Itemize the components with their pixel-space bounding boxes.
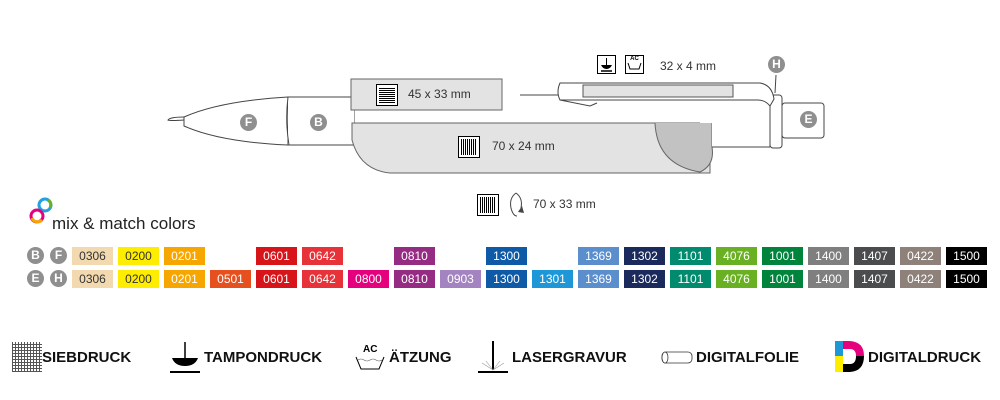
pad-print-icon bbox=[597, 55, 616, 74]
screen-print-icon bbox=[477, 194, 499, 216]
digital-foil-icon bbox=[661, 351, 693, 364]
svg-text:AC: AC bbox=[363, 344, 377, 355]
legend-digitalfolie: DIGITALFOLIE bbox=[660, 340, 799, 374]
print-area-clip: 32 x 4 mm bbox=[660, 59, 717, 73]
color-swatch-1301[interactable]: 1301 bbox=[532, 270, 573, 288]
color-swatch-4076[interactable]: 4076 bbox=[716, 247, 757, 265]
color-swatch-0306[interactable]: 0306 bbox=[72, 270, 113, 288]
color-swatch-1302[interactable]: 1302 bbox=[624, 270, 665, 288]
legend-label: DIGITALFOLIE bbox=[696, 348, 800, 366]
etching-icon: AC bbox=[625, 55, 644, 74]
legend-label: TAMPONDRUCK bbox=[204, 348, 323, 366]
color-swatch-0306[interactable]: 0306 bbox=[72, 247, 113, 265]
color-swatch-0601[interactable]: 0601 bbox=[256, 270, 297, 288]
legend-siebdruck: SIEBDRUCK bbox=[12, 340, 131, 374]
color-swatch-0200[interactable]: 0200 bbox=[118, 247, 159, 265]
color-swatch-1101[interactable]: 1101 bbox=[670, 270, 711, 288]
part-label-b: B bbox=[310, 114, 327, 131]
row-part-label-f: F bbox=[50, 247, 67, 264]
color-swatch-1407[interactable]: 1407 bbox=[854, 247, 895, 265]
etching-icon: AC bbox=[355, 344, 385, 370]
color-swatch-0200[interactable]: 0200 bbox=[118, 270, 159, 288]
pen-drawing bbox=[167, 74, 825, 174]
part-label-h: H bbox=[768, 56, 785, 73]
color-swatch-1101[interactable]: 1101 bbox=[670, 247, 711, 265]
row-part-label-h: H bbox=[50, 270, 67, 287]
legend-lasergravur: LASERGRAVUR bbox=[476, 340, 627, 374]
pad-print-icon bbox=[170, 342, 200, 373]
screen-print-icon bbox=[376, 84, 398, 106]
color-swatch-0422[interactable]: 0422 bbox=[900, 270, 941, 288]
color-swatch-0642[interactable]: 0642 bbox=[302, 247, 343, 265]
color-swatch-1300[interactable]: 1300 bbox=[486, 270, 527, 288]
color-swatch-1500[interactable]: 1500 bbox=[946, 270, 987, 288]
color-swatch-1500[interactable]: 1500 bbox=[946, 247, 987, 265]
color-swatch-4076[interactable]: 4076 bbox=[716, 270, 757, 288]
screen-print-icon bbox=[458, 136, 480, 158]
color-swatch-0642[interactable]: 0642 bbox=[302, 270, 343, 288]
color-swatch-0201[interactable]: 0201 bbox=[164, 270, 205, 288]
color-swatch-1300[interactable]: 1300 bbox=[486, 247, 527, 265]
color-swatch-0422[interactable]: 0422 bbox=[900, 247, 941, 265]
screen-print-icon bbox=[12, 342, 42, 372]
legend-label: SIEBDRUCK bbox=[42, 348, 132, 366]
part-label-f: F bbox=[240, 114, 257, 131]
color-swatch-1407[interactable]: 1407 bbox=[854, 270, 895, 288]
color-swatch-0601[interactable]: 0601 bbox=[256, 247, 297, 265]
color-swatch-1001[interactable]: 1001 bbox=[762, 247, 803, 265]
color-swatch-1369[interactable]: 1369 bbox=[578, 270, 619, 288]
legend-label: DIGITALDRUCK bbox=[868, 348, 982, 366]
print-area-wrap: 70 x 33 mm bbox=[533, 197, 596, 211]
color-swatch-0810[interactable]: 0810 bbox=[394, 247, 435, 265]
color-swatch-0903[interactable]: 0903 bbox=[440, 270, 481, 288]
legend-aetzung: AC ÄTZUNG bbox=[353, 340, 452, 374]
color-swatch-1369[interactable]: 1369 bbox=[578, 247, 619, 265]
legend-label: ÄTZUNG bbox=[389, 348, 452, 366]
legend-tampondruck: TAMPONDRUCK bbox=[168, 340, 322, 374]
print-area-barrel-body: 70 x 24 mm bbox=[492, 139, 555, 153]
color-swatch-1302[interactable]: 1302 bbox=[624, 247, 665, 265]
color-swatch-0810[interactable]: 0810 bbox=[394, 270, 435, 288]
color-swatch-0800[interactable]: 0800 bbox=[348, 270, 389, 288]
color-swatch-0501[interactable]: 0501 bbox=[210, 270, 251, 288]
color-swatch-1001[interactable]: 1001 bbox=[762, 270, 803, 288]
laser-engraving-icon bbox=[478, 341, 508, 373]
row-part-label-e: E bbox=[27, 270, 44, 287]
part-label-e: E bbox=[800, 111, 817, 128]
color-swatch-1400[interactable]: 1400 bbox=[808, 247, 849, 265]
mix-match-title: mix & match colors bbox=[52, 214, 196, 233]
row-part-label-b: B bbox=[27, 247, 44, 264]
legend-digitaldruck: DIGITALDRUCK bbox=[834, 340, 981, 374]
mix-match-logo-icon bbox=[29, 197, 53, 224]
rotate-icon bbox=[510, 192, 524, 217]
digital-print-icon bbox=[835, 341, 864, 372]
color-swatch-1400[interactable]: 1400 bbox=[808, 270, 849, 288]
legend-label: LASERGRAVUR bbox=[512, 348, 627, 366]
print-area-barrel-top: 45 x 33 mm bbox=[408, 87, 471, 101]
color-swatch-0201[interactable]: 0201 bbox=[164, 247, 205, 265]
